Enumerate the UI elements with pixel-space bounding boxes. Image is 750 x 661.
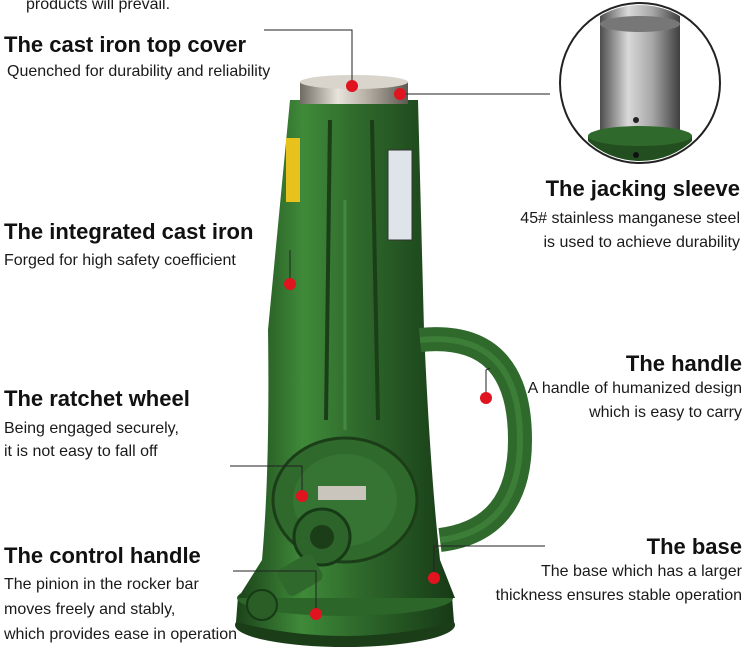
callout-jacking-sleeve-desc-2: is used to achieve durability [543,234,740,251]
callout-control-handle-desc-3: which provides ease in operation [4,626,238,643]
callout-cast-iron-desc: Forged for high safety coefficient [4,252,236,269]
callout-base-title: The base [646,534,742,559]
callout-control-handle-desc-1: The pinion in the rocker bar [4,576,199,593]
callout-handle-desc-1: A handle of humanized design [527,380,742,397]
callout-jacking-sleeve-title: The jacking sleeve [545,176,740,201]
callout-base-desc-1: The base which has a larger [541,563,742,580]
callout-base-desc-2: thickness ensures stable operation [495,587,742,604]
callout-top-cover-desc: Quenched for durability and reliability [7,63,271,80]
callout-ratchet-title: The ratchet wheel [4,386,190,411]
callout-control-handle-desc-2: moves freely and stably, [4,601,176,618]
callout-jacking-sleeve-desc-1: 45# stainless manganese steel [520,210,740,227]
callout-handle-desc-2: which is easy to carry [589,404,742,421]
callout-cast-iron-title: The integrated cast iron [4,219,254,244]
callout-ratchet-desc-1: Being engaged securely, [4,420,179,437]
callout-ratchet-desc-2: it is not easy to fall off [4,443,158,460]
callout-control-handle-title: The control handle [4,543,201,568]
sleeve-detail-circle [559,2,721,164]
callout-handle-title: The handle [625,351,742,376]
callout-top-cover-title: The cast iron top cover [4,32,247,57]
top-fragment-text: products will prevail. [26,0,171,13]
